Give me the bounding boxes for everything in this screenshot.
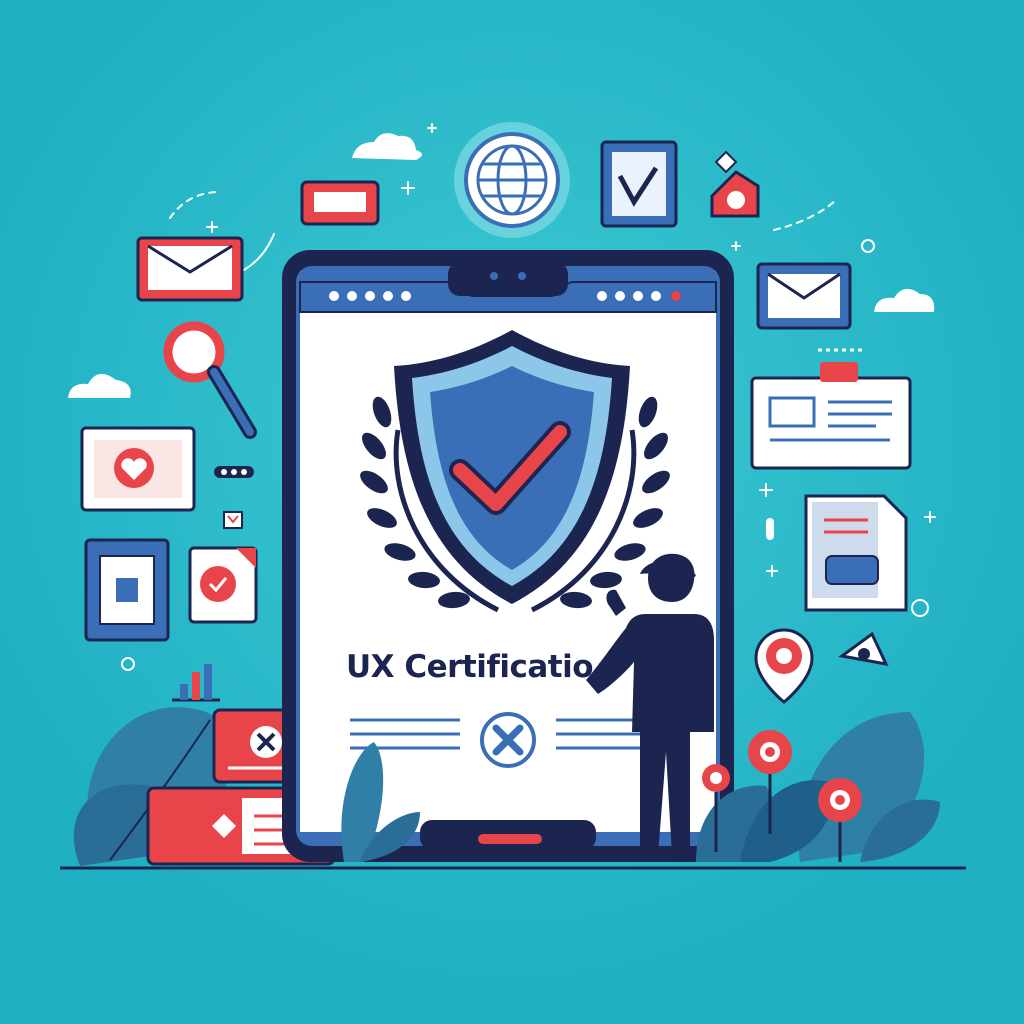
leaf-icon [341, 742, 420, 862]
cloud-icon [68, 373, 131, 398]
decoration-dots [214, 348, 864, 540]
tag-icon [710, 150, 760, 218]
globe-icon [454, 122, 570, 238]
envelope-icon [756, 262, 852, 330]
laurel-wreath-icon [360, 396, 670, 613]
heart-card-icon [80, 426, 196, 512]
magnifier-icon [163, 321, 257, 439]
envelope-icon [136, 236, 244, 302]
cloud-icon [874, 288, 935, 312]
flower-icon [748, 730, 792, 834]
cloud-icon [352, 133, 422, 160]
certificate-title: UX Certificatio [346, 649, 594, 685]
document-check-icon [600, 140, 678, 228]
x-circle-icon [480, 712, 536, 768]
flower-icon [702, 764, 730, 852]
map-pin-icon [754, 628, 814, 704]
bar-chart-icon [172, 664, 220, 702]
flower-icon [818, 778, 862, 862]
sparkle-decorations [121, 123, 936, 671]
view-icon [838, 631, 889, 666]
person-silhouette-icon [586, 553, 714, 856]
profile-card-icon [750, 362, 912, 470]
document-chat-icon [804, 494, 908, 612]
shield-check-icon [394, 330, 630, 604]
picture-frame-icon [84, 538, 170, 642]
document-heart-icon [188, 546, 258, 624]
browser-window-icon [300, 180, 380, 226]
